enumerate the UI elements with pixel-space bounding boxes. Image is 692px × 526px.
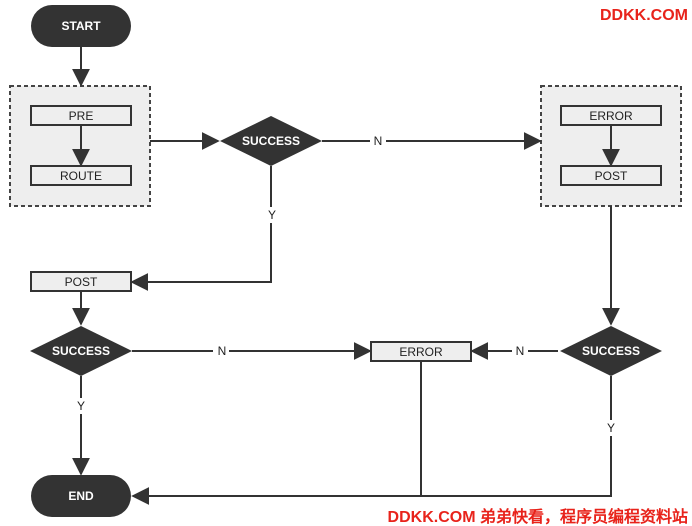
edge-success-top-y (130, 166, 272, 291)
success-right-label: SUCCESS (582, 344, 640, 358)
edge-label-n-right: N (516, 344, 525, 358)
error-mid-node: ERROR (370, 341, 472, 362)
success-left-node: SUCCESS (30, 326, 132, 376)
route-node: ROUTE (30, 165, 132, 186)
pre-label: PRE (69, 109, 94, 123)
start-label: START (61, 19, 101, 33)
post-left-label: POST (65, 275, 98, 289)
watermark-top: DDKK.COM (600, 7, 688, 24)
end-label: END (68, 489, 94, 503)
post-left-node: POST (30, 271, 132, 292)
error-top-label: ERROR (589, 109, 633, 123)
edges (72, 47, 620, 505)
success-top-node: SUCCESS (220, 116, 322, 166)
edge-label-n-top: N (374, 134, 383, 148)
route-label: ROUTE (60, 169, 102, 183)
post-top-node: POST (560, 165, 662, 186)
edge-success-right-y (131, 376, 612, 505)
edge-label-y-top: Y (268, 208, 276, 222)
post-top-label: POST (595, 169, 628, 183)
end-node: END (31, 475, 131, 517)
edge-labels: N Y N Y N Y (73, 133, 619, 436)
error-top-node: ERROR (560, 105, 662, 126)
start-node: START (31, 5, 131, 47)
success-top-label: SUCCESS (242, 134, 300, 148)
edge-label-y-left: Y (77, 399, 85, 413)
edge-label-y-right: Y (607, 421, 615, 435)
watermark-bottom: DDKK.COM 弟弟快看，程序员编程资料站 (388, 507, 688, 526)
pre-node: PRE (30, 105, 132, 126)
error-mid-label: ERROR (399, 345, 443, 359)
edge-label-n-left: N (218, 344, 227, 358)
success-left-label: SUCCESS (52, 344, 110, 358)
success-right-node: SUCCESS (560, 326, 662, 376)
